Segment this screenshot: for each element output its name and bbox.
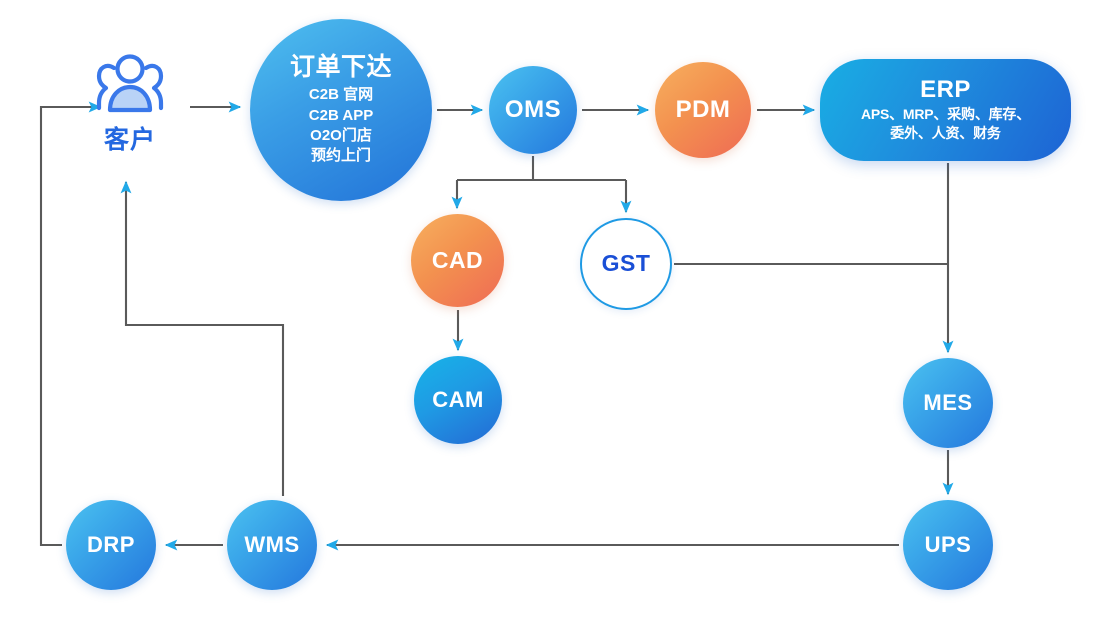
node-mes-title: MES	[923, 389, 973, 415]
node-cad-title: CAD	[431, 246, 484, 273]
node-wms-title: WMS	[244, 531, 300, 557]
node-gst-title: GST	[601, 250, 651, 277]
node-order-title: 订单下达	[289, 52, 392, 81]
users-group-icon	[96, 54, 164, 113]
edge-wms-to-customer	[120, 180, 285, 496]
node-cad[interactable]: CAD	[411, 214, 504, 307]
node-cam[interactable]: CAM	[414, 356, 502, 444]
node-erp-sublist: APS、MRP、采购、库存、 委外、人资、财务	[861, 105, 1030, 143]
order-sub-0: C2B 官网	[308, 86, 374, 104]
node-order-sublist: C2B 官网 C2B APP O2O门店 预约上门	[309, 85, 373, 166]
erp-sub-1: 委外、人资、财务	[890, 125, 1001, 142]
node-oms-title: OMS	[504, 95, 562, 123]
node-oms[interactable]: OMS	[489, 66, 577, 154]
node-customer[interactable]: 客户	[78, 52, 182, 170]
node-order-placement[interactable]: 订单下达 C2B 官网 C2B APP O2O门店 预约上门	[250, 19, 432, 201]
node-ups[interactable]: UPS	[903, 500, 993, 590]
node-drp[interactable]: DRP	[66, 500, 156, 590]
edge-drp-to-customer	[39, 101, 102, 547]
order-sub-1: C2B APP	[308, 106, 374, 124]
erp-sub-0: APS、MRP、采购、库存、	[860, 106, 1031, 123]
node-erp[interactable]: ERP APS、MRP、采购、库存、 委外、人资、财务	[820, 59, 1071, 161]
node-erp-title: ERP	[920, 75, 971, 103]
node-mes[interactable]: MES	[903, 358, 993, 448]
node-wms[interactable]: WMS	[227, 500, 317, 590]
order-sub-3: 预约上门	[310, 147, 371, 164]
node-pdm-title: PDM	[675, 95, 731, 123]
customer-label: 客户	[103, 126, 156, 154]
node-cam-title: CAM	[432, 386, 484, 412]
node-pdm[interactable]: PDM	[655, 62, 751, 158]
node-drp-title: DRP	[87, 531, 135, 557]
order-sub-2: O2O门店	[310, 126, 372, 144]
node-gst[interactable]: GST	[580, 218, 672, 310]
node-ups-title: UPS	[924, 531, 972, 557]
